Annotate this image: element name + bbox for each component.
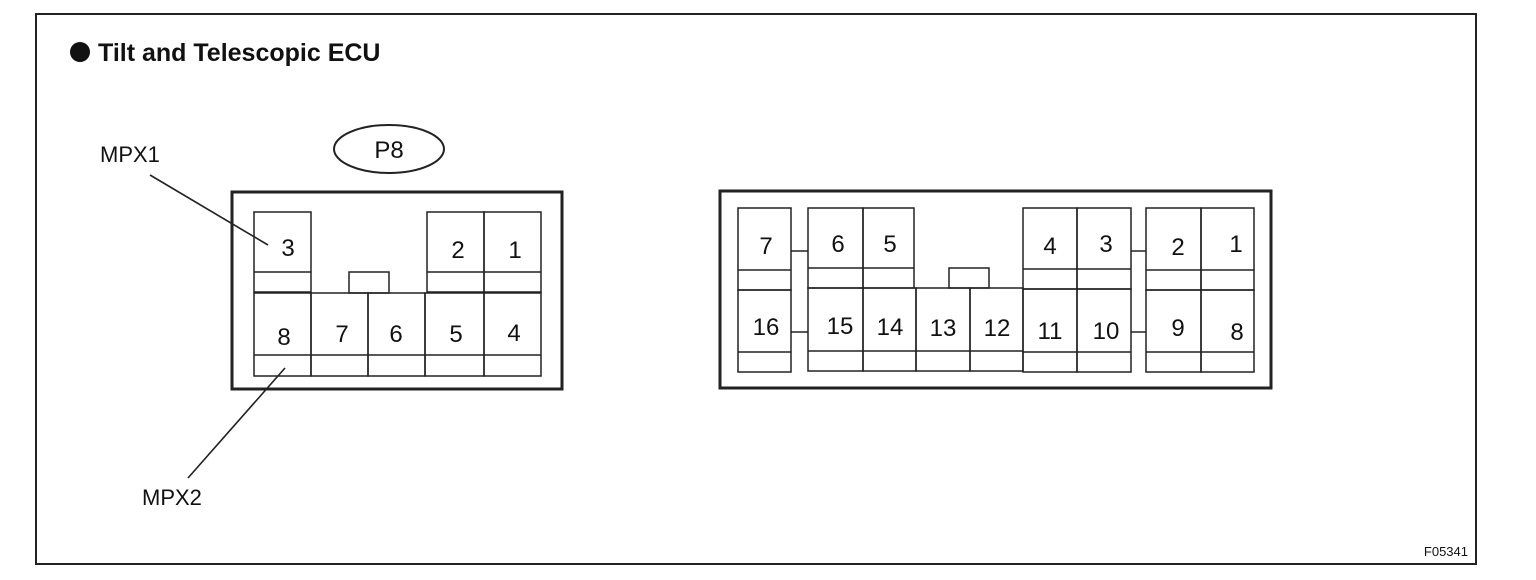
left-pin-3: 3 (281, 235, 294, 262)
right-pin-5: 5 (883, 231, 896, 258)
right-pin-2: 2 (1171, 234, 1184, 261)
right-pin-12: 12 (984, 315, 1011, 342)
left-connector-housing (230, 190, 564, 391)
connector-id: P8 (374, 137, 403, 164)
right-pin-3: 3 (1099, 231, 1112, 258)
left-connector: 3 2 1 8 7 6 5 4 (230, 190, 564, 391)
right-pin-11: 11 (1038, 318, 1063, 345)
connector-id-ellipse (333, 124, 445, 174)
figure-code: F05341 (1424, 544, 1468, 559)
right-cavity-1 (1200, 207, 1255, 291)
left-cavity-1 (483, 211, 542, 293)
right-pin-14: 14 (877, 314, 904, 341)
right-pin-9: 9 (1171, 315, 1184, 342)
mpx1-label: MPX1 (100, 142, 160, 167)
left-cavity-3 (253, 211, 312, 293)
right-pin-10: 10 (1093, 318, 1120, 345)
left-pin-5: 5 (449, 321, 462, 348)
title-bullet-icon (70, 42, 90, 62)
right-connector-housing (718, 189, 1273, 390)
right-pin-15: 15 (827, 313, 854, 340)
right-lock-tab (948, 267, 990, 289)
left-pin-1: 1 (508, 237, 521, 264)
right-cavity-8 (1200, 289, 1255, 373)
left-pin-6: 6 (389, 321, 402, 348)
right-connector: 7 6 5 4 3 2 1 16 15 14 13 12 11 10 9 8 (718, 189, 1273, 390)
right-pin-8: 8 (1230, 319, 1243, 346)
right-cavity-16 (737, 289, 792, 373)
right-pin-16: 16 (753, 314, 780, 341)
mpx1-leader (149, 174, 269, 246)
right-pin-7: 7 (759, 233, 772, 260)
right-pin-1: 1 (1229, 231, 1242, 258)
mpx2-label: MPX2 (142, 485, 202, 510)
left-pin-8: 8 (277, 324, 290, 351)
title: Tilt and Telescopic ECU (98, 39, 380, 67)
left-pin-4: 4 (507, 320, 520, 347)
mpx2-leader (187, 367, 286, 479)
left-lock-tab (348, 271, 390, 294)
right-cavity-10 (1076, 288, 1132, 373)
figure-frame (35, 13, 1477, 565)
right-pin-13: 13 (930, 315, 957, 342)
left-pin-7: 7 (335, 321, 348, 348)
right-pin-6: 6 (831, 231, 844, 258)
left-pin-2: 2 (451, 237, 464, 264)
left-cavity-4 (483, 292, 542, 377)
right-pin-4: 4 (1043, 233, 1056, 260)
